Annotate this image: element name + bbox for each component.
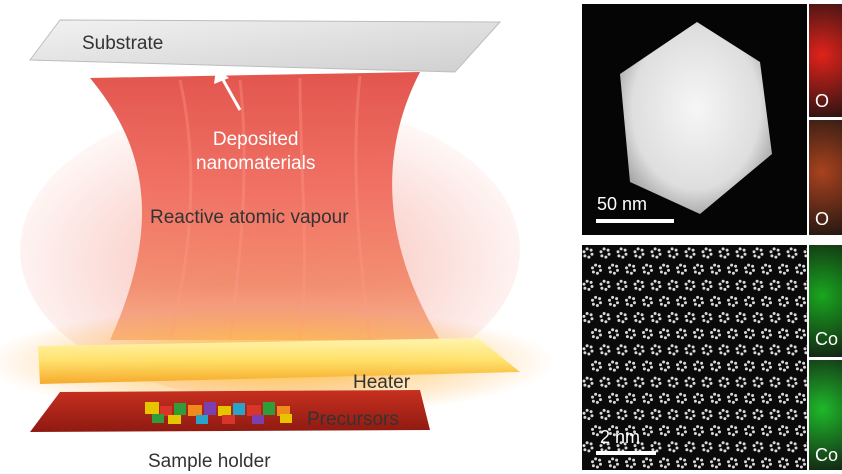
deposit-arrow [220, 77, 242, 111]
map-tile-co-green: Co [809, 245, 842, 357]
precursors-label: Precursors [307, 409, 399, 430]
sample-holder-label: Sample holder [148, 451, 271, 472]
map-label-o-2: O [815, 209, 830, 229]
scale-bar-50nm [596, 219, 674, 223]
map-tile-o-brown: O [809, 120, 842, 235]
reactive-vapour-label: Reactive atomic vapour [150, 207, 349, 228]
map-tile-o-red: O [809, 4, 842, 117]
deposit-arrowhead [214, 68, 229, 84]
map-tile-co-lattice-fill [809, 360, 842, 470]
map-label-co-2: Co [815, 445, 839, 465]
heater-plate [38, 338, 520, 384]
scale-bar-2nm [596, 451, 656, 455]
map-label-o-1: O [815, 91, 830, 111]
scale-text-50nm: 50 nm [597, 194, 648, 214]
map-tile-o-brown-fill [809, 120, 842, 235]
map-tile-o-red-fill [809, 4, 842, 117]
deposited-nanomaterials-label: Deposited nanomaterials [196, 129, 316, 174]
heater-label: Heater [353, 372, 411, 393]
schematic-illustration [0, 19, 555, 432]
vapour-column [90, 72, 440, 340]
atomic-lattice-image [582, 247, 807, 469]
substrate-plate [29, 19, 502, 73]
map-tile-co-green-fill [809, 245, 842, 357]
map-label-co-1: Co [815, 329, 839, 349]
scale-text-2nm: 2 nm [600, 427, 641, 447]
atomic-lattice-panel: 2 nm [582, 245, 807, 470]
nanocrystal-image [620, 22, 772, 214]
map-tile-co-lattice: Co [809, 360, 842, 470]
haadf-image-panel: 50 nm [582, 4, 807, 235]
substrate-label: Substrate [82, 33, 164, 54]
precursor-particles [145, 402, 292, 424]
